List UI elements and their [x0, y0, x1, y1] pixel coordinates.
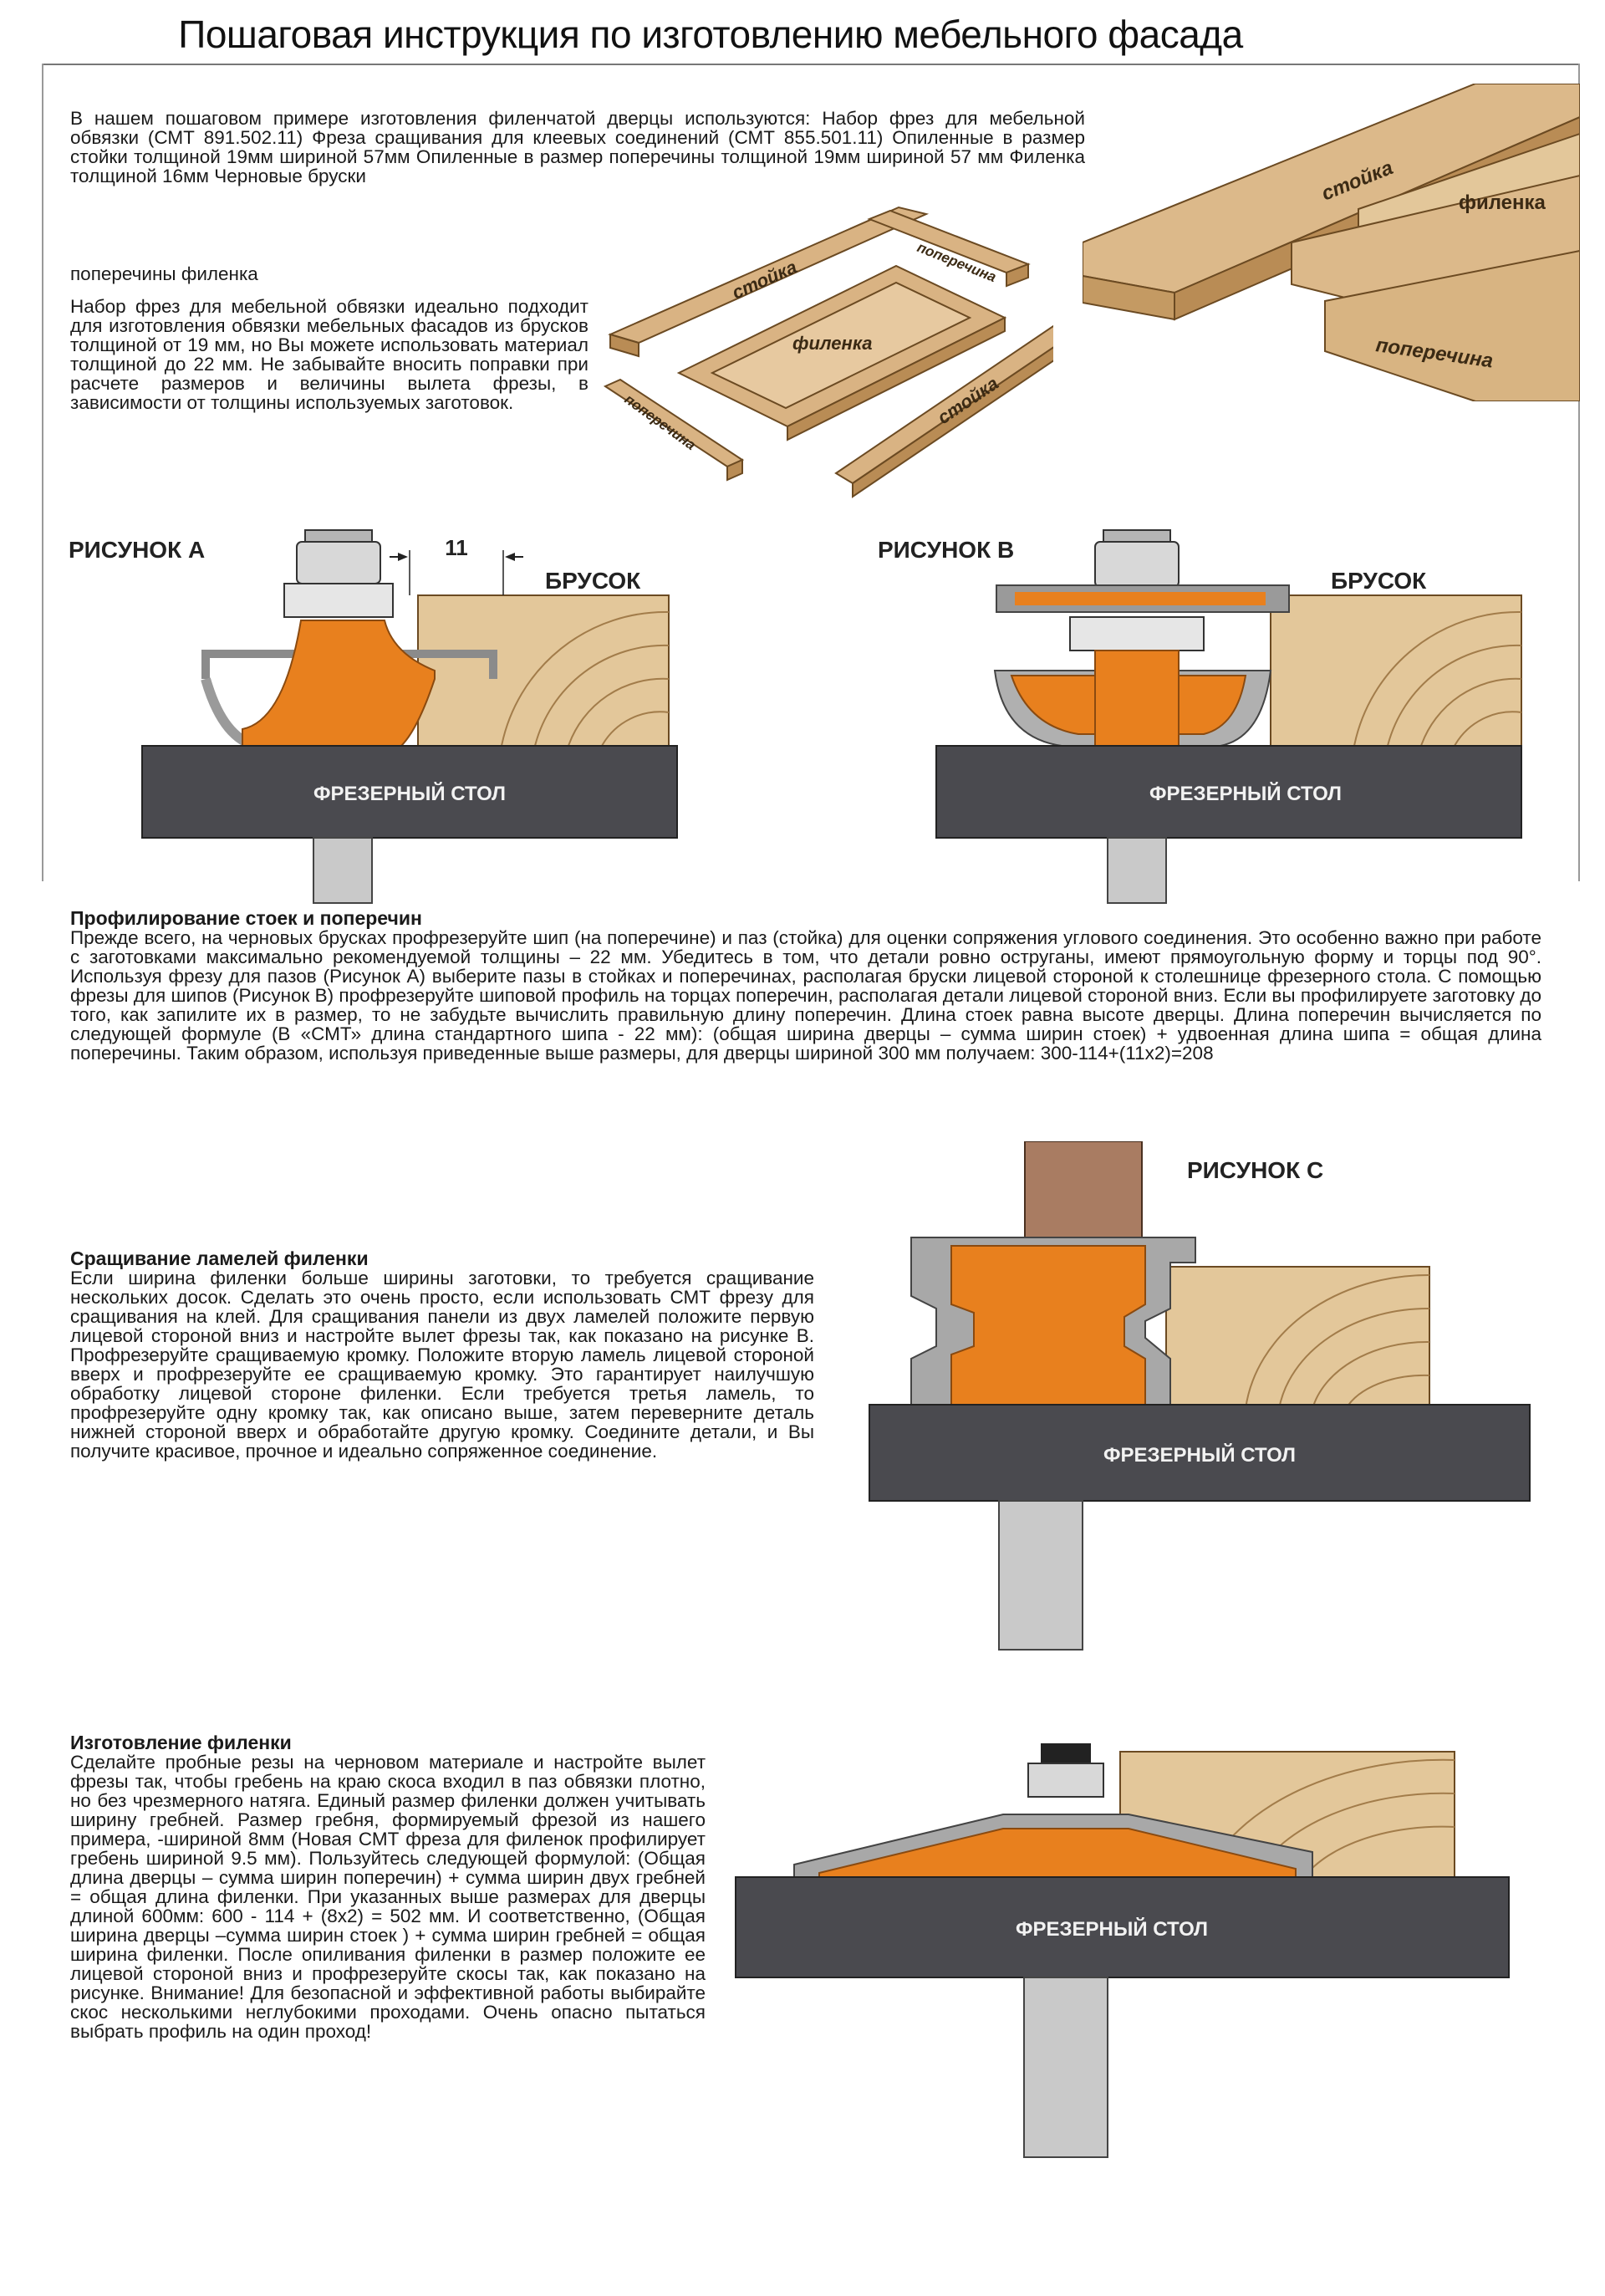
section-3-body: Сделайте пробные резы на черновом матери…	[70, 1752, 706, 2042]
assembly-label-filenka: филенка	[792, 333, 872, 354]
section-2-body: Если ширина филенки больше ширины загото…	[70, 1268, 814, 1462]
figure-d-diagram: ФРЕЗЕРНЫЙ СТОЛ	[735, 1743, 1510, 2158]
section-1-heading: Профилирование стоек и поперечин	[70, 907, 422, 929]
title-rule	[42, 64, 1580, 65]
section-2-heading: Сращивание ламелей филенки	[70, 1247, 369, 1269]
figure-b-label: РИСУНОК В	[878, 537, 1015, 563]
router-shaft	[313, 837, 373, 904]
detail-label-filenka: филенка	[1459, 191, 1546, 214]
figure-c-table-label: ФРЕЗЕРНЫЙ СТОЛ	[1103, 1443, 1296, 1467]
figure-b-brusok-label: БРУСОК	[1331, 568, 1427, 594]
frame-right	[1578, 64, 1580, 881]
router-shaft-d	[1023, 1977, 1108, 2158]
joint-detail-diagram: стойка филенка поперечина	[1083, 84, 1580, 401]
section-3-heading: Изготовление филенки	[70, 1732, 292, 1753]
page-title: Пошаговая инструкция по изготовлению меб…	[178, 13, 1243, 56]
figure-c-label: РИСУНОК С	[1187, 1157, 1324, 1183]
groove-cutter-shape	[242, 620, 436, 747]
lamel-block	[1165, 1266, 1430, 1410]
figure-a-label: РИСУНОК А	[69, 537, 206, 563]
router-table	[141, 745, 678, 839]
figure-b-diagram: ФРЕЗЕРНЫЙ СТОЛ БРУСОК	[935, 529, 1522, 904]
stile-detail-shape	[1083, 84, 1580, 294]
assembly-label-stoika-top: стойка	[729, 256, 800, 303]
intro-paragraph-1: В нашем пошаговом примере изготовления ф…	[70, 108, 1085, 186]
nut-icon-b	[1094, 541, 1180, 588]
figure-a-diagram: ФРЕЗЕРНЫЙ СТОЛ 11 БРУСОК	[141, 529, 678, 904]
nut-icon	[296, 541, 381, 584]
figure-c-diagram: ФРЕЗЕРНЫЙ СТОЛ	[869, 1141, 1531, 1651]
frame-left	[42, 64, 43, 881]
router-shaft-b	[1107, 837, 1167, 904]
section-1-body: Прежде всего, на черновых брусках профре…	[70, 927, 1541, 1064]
figure-a-brusok-label: БРУСОК	[545, 568, 641, 594]
router-table-c	[869, 1404, 1531, 1502]
glue-joint-cutter-shape	[950, 1245, 1146, 1406]
intro-paragraph-2: поперечины филенка	[70, 263, 258, 284]
stile-right-shape	[834, 324, 1053, 485]
nut-icon-d	[1027, 1763, 1104, 1798]
router-table-b	[935, 745, 1522, 839]
figure-a-table-label: ФРЕЗЕРНЫЙ СТОЛ	[313, 782, 506, 805]
router-shaft-c	[998, 1500, 1083, 1651]
figure-b-table-label: ФРЕЗЕРНЫЙ СТОЛ	[1149, 782, 1342, 805]
assembly-label-poperechina-left: поперечина	[622, 391, 699, 453]
figure-d-table-label: ФРЕЗЕРНЫЙ СТОЛ	[1016, 1917, 1208, 1941]
intro-paragraph-3: Набор фрез для мебельной обвязки идеальн…	[70, 296, 588, 413]
figure-a-dimension: 11	[445, 535, 468, 560]
frame-assembly-diagram: стойка поперечина филенка стойка попереч…	[603, 206, 1053, 498]
router-table-d	[735, 1876, 1510, 1978]
